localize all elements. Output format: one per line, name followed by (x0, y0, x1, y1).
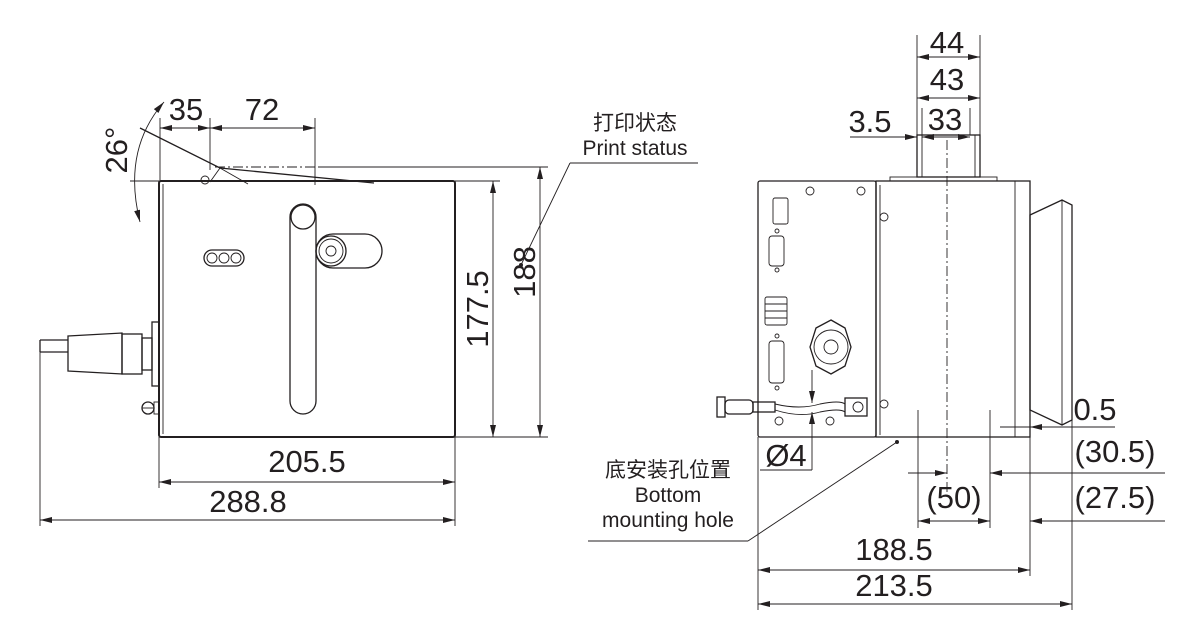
cable-connector (39, 321, 160, 387)
dim-177-5: 177.5 (460, 270, 495, 348)
dim-44: 44 (930, 25, 964, 60)
dim-72: 72 (245, 92, 279, 127)
print-status-label-en: Print status (582, 137, 687, 160)
dim-3-5: 3.5 (848, 104, 891, 139)
dim-288-8: 288.8 (209, 484, 287, 519)
knob (315, 235, 347, 267)
ports-icon (764, 197, 789, 391)
air-inlet-icon (809, 319, 852, 375)
housing-outline (158, 180, 456, 438)
mount-hole-label-cn: 底安装孔位置 (605, 459, 731, 482)
panel-screws-icon (774, 186, 889, 426)
dim-188-5: 188.5 (855, 532, 933, 567)
air-hose (716, 396, 868, 418)
dim-0-5: 0.5 (1073, 392, 1116, 427)
dim-30-5: (30.5) (1075, 434, 1156, 469)
mount-hole-leader (747, 441, 898, 542)
lever-outline (139, 127, 375, 184)
dim-33: 33 (928, 102, 962, 137)
dim-27-5: (27.5) (1075, 480, 1156, 515)
rear-view: 44 43 33 3.5 0.5 (30.5) (27.5) (50) 188.… (588, 25, 1165, 610)
dim-43: 43 (930, 62, 964, 97)
dim-35: 35 (169, 92, 203, 127)
main-body (875, 180, 1031, 438)
dim-diameter-4: Ø4 (765, 438, 806, 473)
dim-angle-26: 26° (99, 127, 134, 174)
dim-50: (50) (926, 480, 981, 515)
side-view: 35 72 26° 177.5 188 205.5 288.8 打印状态 Pri… (39, 92, 698, 526)
status-lights-icon (203, 249, 245, 267)
mount-hole-label-en-1: Bottom (635, 484, 702, 507)
print-head (916, 134, 981, 178)
dim-205-5: 205.5 (268, 444, 346, 479)
print-status-leader (520, 162, 571, 266)
ground-screw-icon (141, 401, 160, 415)
vertical-slot (289, 203, 317, 415)
mount-hole-label-en-2: mounting hole (602, 509, 734, 532)
dim-188: 188 (507, 246, 542, 298)
print-status-label-cn: 打印状态 (593, 112, 677, 135)
side-guard (1029, 199, 1073, 426)
dim-213-5: 213.5 (855, 568, 933, 603)
